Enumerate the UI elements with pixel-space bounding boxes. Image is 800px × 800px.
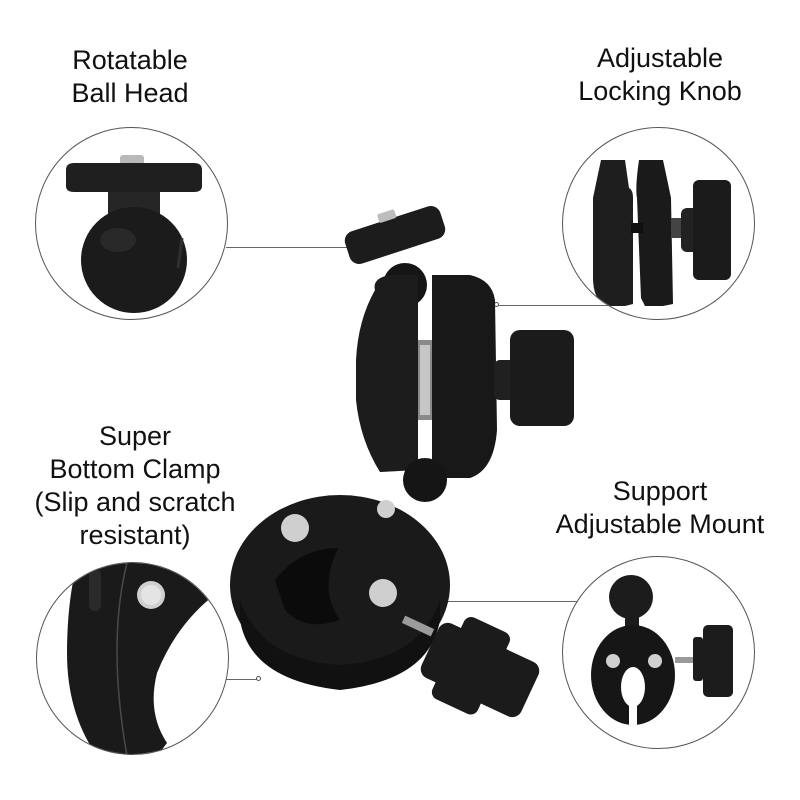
leader-anchor-adjustable-mount [437, 598, 442, 603]
leader-anchor-ball-head [347, 244, 352, 249]
mounting-plate [344, 205, 446, 265]
leader-line-adjustable-mount [440, 601, 578, 602]
ball-head-illustration [66, 155, 202, 313]
feature-label-line: Adjustable [596, 43, 724, 73]
feature-label-line: Super [98, 421, 172, 451]
feature-label-ball-head: Rotatable Ball Head [40, 44, 220, 110]
feature-label-line: Support [612, 476, 708, 506]
leader-line-locking-knob [497, 305, 609, 306]
feature-label-line: Locking Knob [578, 76, 742, 106]
feature-label-line: Ball Head [71, 78, 189, 108]
detail-circle-bottom-clamp [36, 562, 229, 755]
feature-label-adjustable-mount: Support Adjustable Mount [540, 475, 780, 541]
bottom-clamp-illustration [67, 563, 217, 754]
feature-label-bottom-clamp: Super Bottom Clamp (Slip and scratch res… [10, 420, 260, 552]
feature-label-line: Adjustable Mount [555, 509, 765, 539]
detail-circle-ball-head [35, 127, 228, 320]
leader-anchor-locking-knob [494, 302, 499, 307]
clamp-knob [420, 617, 540, 718]
detail-circle-locking-knob [562, 127, 755, 320]
detail-circle-adjustable-mount [562, 556, 755, 749]
feature-label-line: Bottom Clamp [49, 454, 221, 484]
leader-line-ball-head [226, 247, 350, 248]
feature-label-locking-knob: Adjustable Locking Knob [560, 42, 760, 108]
clamp-body [230, 495, 450, 690]
feature-label-line: resistant) [79, 520, 191, 550]
feature-label-line: (Slip and scratch [34, 487, 236, 517]
locking-knob-illustration [593, 160, 731, 306]
adjustable-mount-illustration [591, 575, 733, 727]
feature-label-line: Rotatable [72, 45, 188, 75]
leader-anchor-bottom-clamp [256, 676, 261, 681]
leader-line-bottom-clamp [225, 679, 259, 680]
